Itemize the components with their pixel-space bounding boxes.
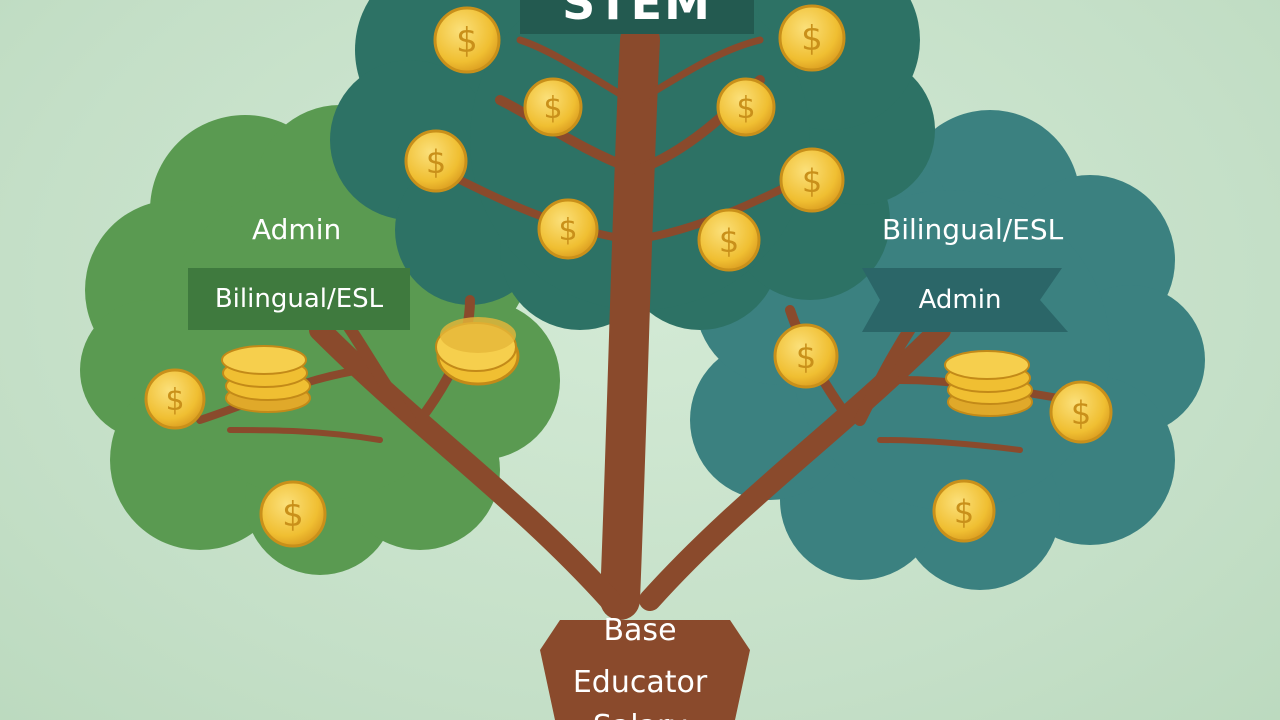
- tree-trunk-and-branches: [196, 20, 1074, 620]
- coin-stack-icon: [435, 317, 520, 386]
- dollar-coin-icon: $: [773, 323, 839, 389]
- svg-text:$: $: [954, 493, 974, 531]
- top-banner-shape: [520, 0, 754, 34]
- svg-text:$: $: [165, 383, 184, 418]
- dollar-coin-icon: $: [716, 77, 776, 137]
- right-branch-title: Bilingual/ESL: [882, 213, 1064, 246]
- dollar-coin-icon: $: [697, 208, 761, 272]
- svg-text:$: $: [543, 91, 562, 126]
- svg-text:$: $: [801, 19, 823, 59]
- svg-text:$: $: [719, 222, 739, 260]
- svg-text:$: $: [796, 338, 816, 376]
- dollar-coin-icon: $: [523, 77, 583, 137]
- dollar-coin-icon: $: [259, 480, 327, 548]
- right-banner-shape: [862, 268, 1068, 332]
- svg-text:$: $: [426, 143, 446, 181]
- trunk-label-line3: Salary: [540, 712, 740, 720]
- dollar-coin-icon: $: [1049, 380, 1113, 444]
- trunk-label-line1: Base: [603, 613, 677, 648]
- svg-text:$: $: [1071, 394, 1091, 432]
- svg-text:$: $: [282, 495, 304, 535]
- top-banner-label: STEM: [562, 0, 712, 30]
- dollar-coin-icon: $: [144, 368, 206, 430]
- left-branch-banner: Bilingual/ESL: [214, 284, 384, 314]
- dollar-coin-icon: $: [537, 198, 599, 260]
- dollar-coin-icon: $: [433, 6, 501, 74]
- trunk-base: [540, 620, 750, 720]
- trunk-label-line2: Educator: [572, 665, 708, 700]
- dollar-coin-icon: $: [404, 129, 468, 193]
- coin-stack-icon: [944, 350, 1033, 417]
- left-banner-shape: [188, 268, 410, 330]
- coin-stack-icon: [221, 345, 311, 413]
- coins: $ $ $ $ $ $ $ $ $ $ $ $ $: [144, 4, 1113, 548]
- dollar-coin-icon: $: [779, 147, 845, 213]
- dollar-coin-icon: $: [932, 479, 996, 543]
- svg-text:$: $: [802, 162, 822, 200]
- right-branch-banner: Admin: [918, 285, 1002, 315]
- dollar-coin-icon: $: [778, 4, 846, 72]
- svg-text:$: $: [736, 91, 755, 126]
- svg-text:$: $: [558, 213, 577, 248]
- left-branch-title: Admin: [252, 213, 342, 246]
- svg-text:$: $: [456, 21, 478, 61]
